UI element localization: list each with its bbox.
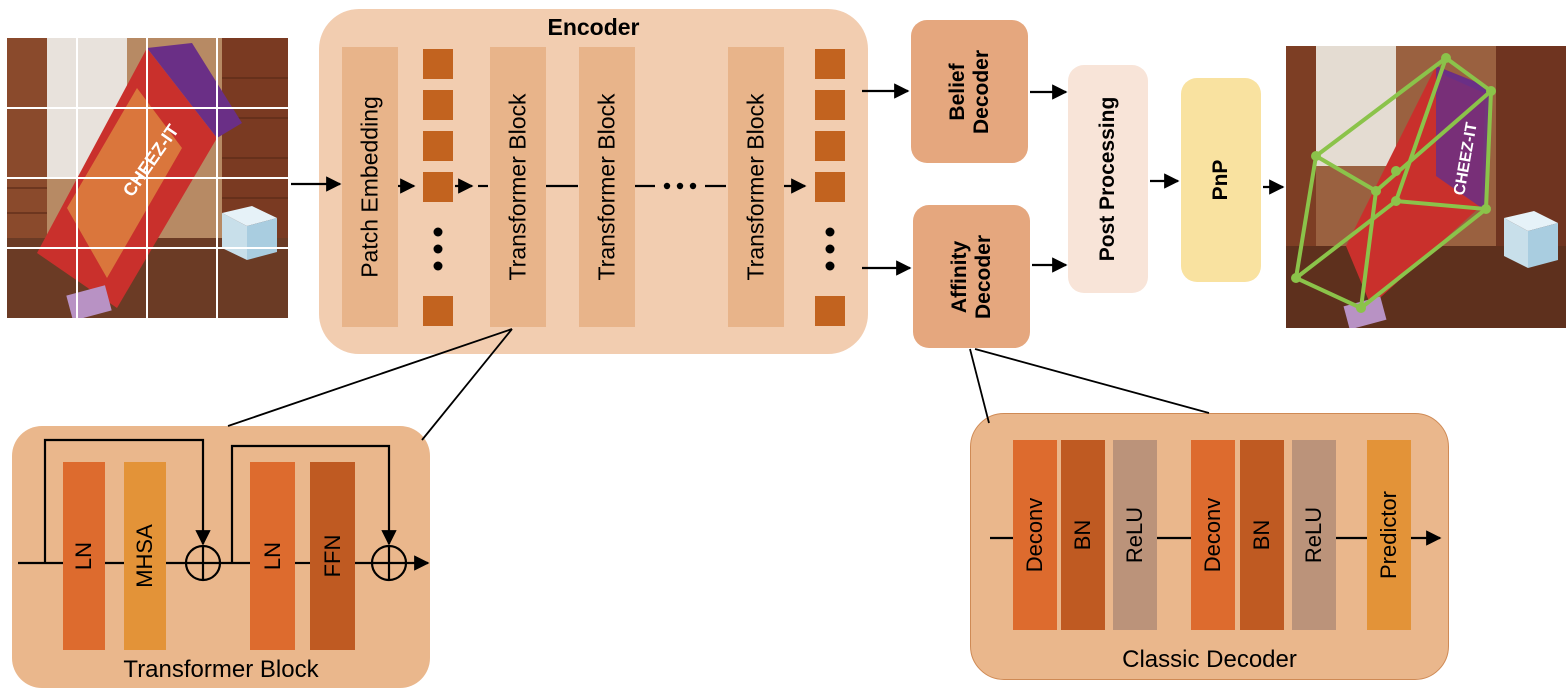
token (815, 131, 845, 161)
input-image: CHEEZ-IT (7, 38, 288, 318)
token (423, 296, 453, 326)
transformer-block-2: Transformer Block (579, 47, 635, 327)
mhsa-layer: MHSA (124, 462, 166, 650)
token (423, 49, 453, 79)
transformer-block-1: Transformer Block (490, 47, 546, 327)
add-icon (370, 544, 408, 582)
ln-layer-1: LN (63, 462, 105, 650)
bn-layer-2: BN (1240, 440, 1284, 630)
encoder-title: Encoder (547, 14, 640, 40)
output-image: CHEEZ-IT (1286, 46, 1566, 328)
token (815, 49, 845, 79)
add-icon (184, 544, 222, 582)
cheezit-box-top (147, 43, 242, 138)
token (815, 90, 845, 120)
ellipsis-icon (433, 182, 835, 271)
ffn-layer: FFN (310, 462, 355, 650)
relu-layer-1: ReLU (1113, 440, 1157, 630)
zoom-line (227, 328, 513, 427)
pnp-block: PnP (1181, 78, 1261, 282)
ln-layer-2: LN (250, 462, 295, 650)
transformer-block-3: Transformer Block (728, 47, 784, 327)
token (423, 172, 453, 202)
zoom-line (974, 348, 1210, 414)
bn-layer-1: BN (1061, 440, 1105, 630)
token (423, 131, 453, 161)
input-image-graphic: CHEEZ-IT (7, 38, 288, 318)
classic-decoder-caption: Classic Decoder (1122, 646, 1297, 673)
token (423, 90, 453, 120)
relu-layer-2: ReLU (1292, 440, 1336, 630)
keypoints (1291, 53, 1496, 313)
deconv-layer-1: Deconv (1013, 440, 1057, 630)
zoom-line (969, 348, 990, 424)
output-image-graphic: CHEEZ-IT (1286, 46, 1566, 328)
transformer-block-caption: Transformer Block (123, 656, 319, 683)
residual-connection-2 (230, 444, 397, 563)
token (815, 296, 845, 326)
affinity-decoder-block: Affinity Decoder (913, 205, 1030, 348)
post-processing-block: Post Processing (1068, 65, 1148, 293)
belief-decoder-block: Belief Decoder (911, 20, 1028, 163)
patch-grid (7, 38, 288, 318)
residual-connection-1 (43, 438, 211, 563)
patch-embedding-block: Patch Embedding (342, 47, 398, 327)
predictor-layer: Predictor (1367, 440, 1411, 630)
token (815, 172, 845, 202)
deconv-layer-2: Deconv (1191, 440, 1235, 630)
zoom-line (421, 328, 513, 441)
